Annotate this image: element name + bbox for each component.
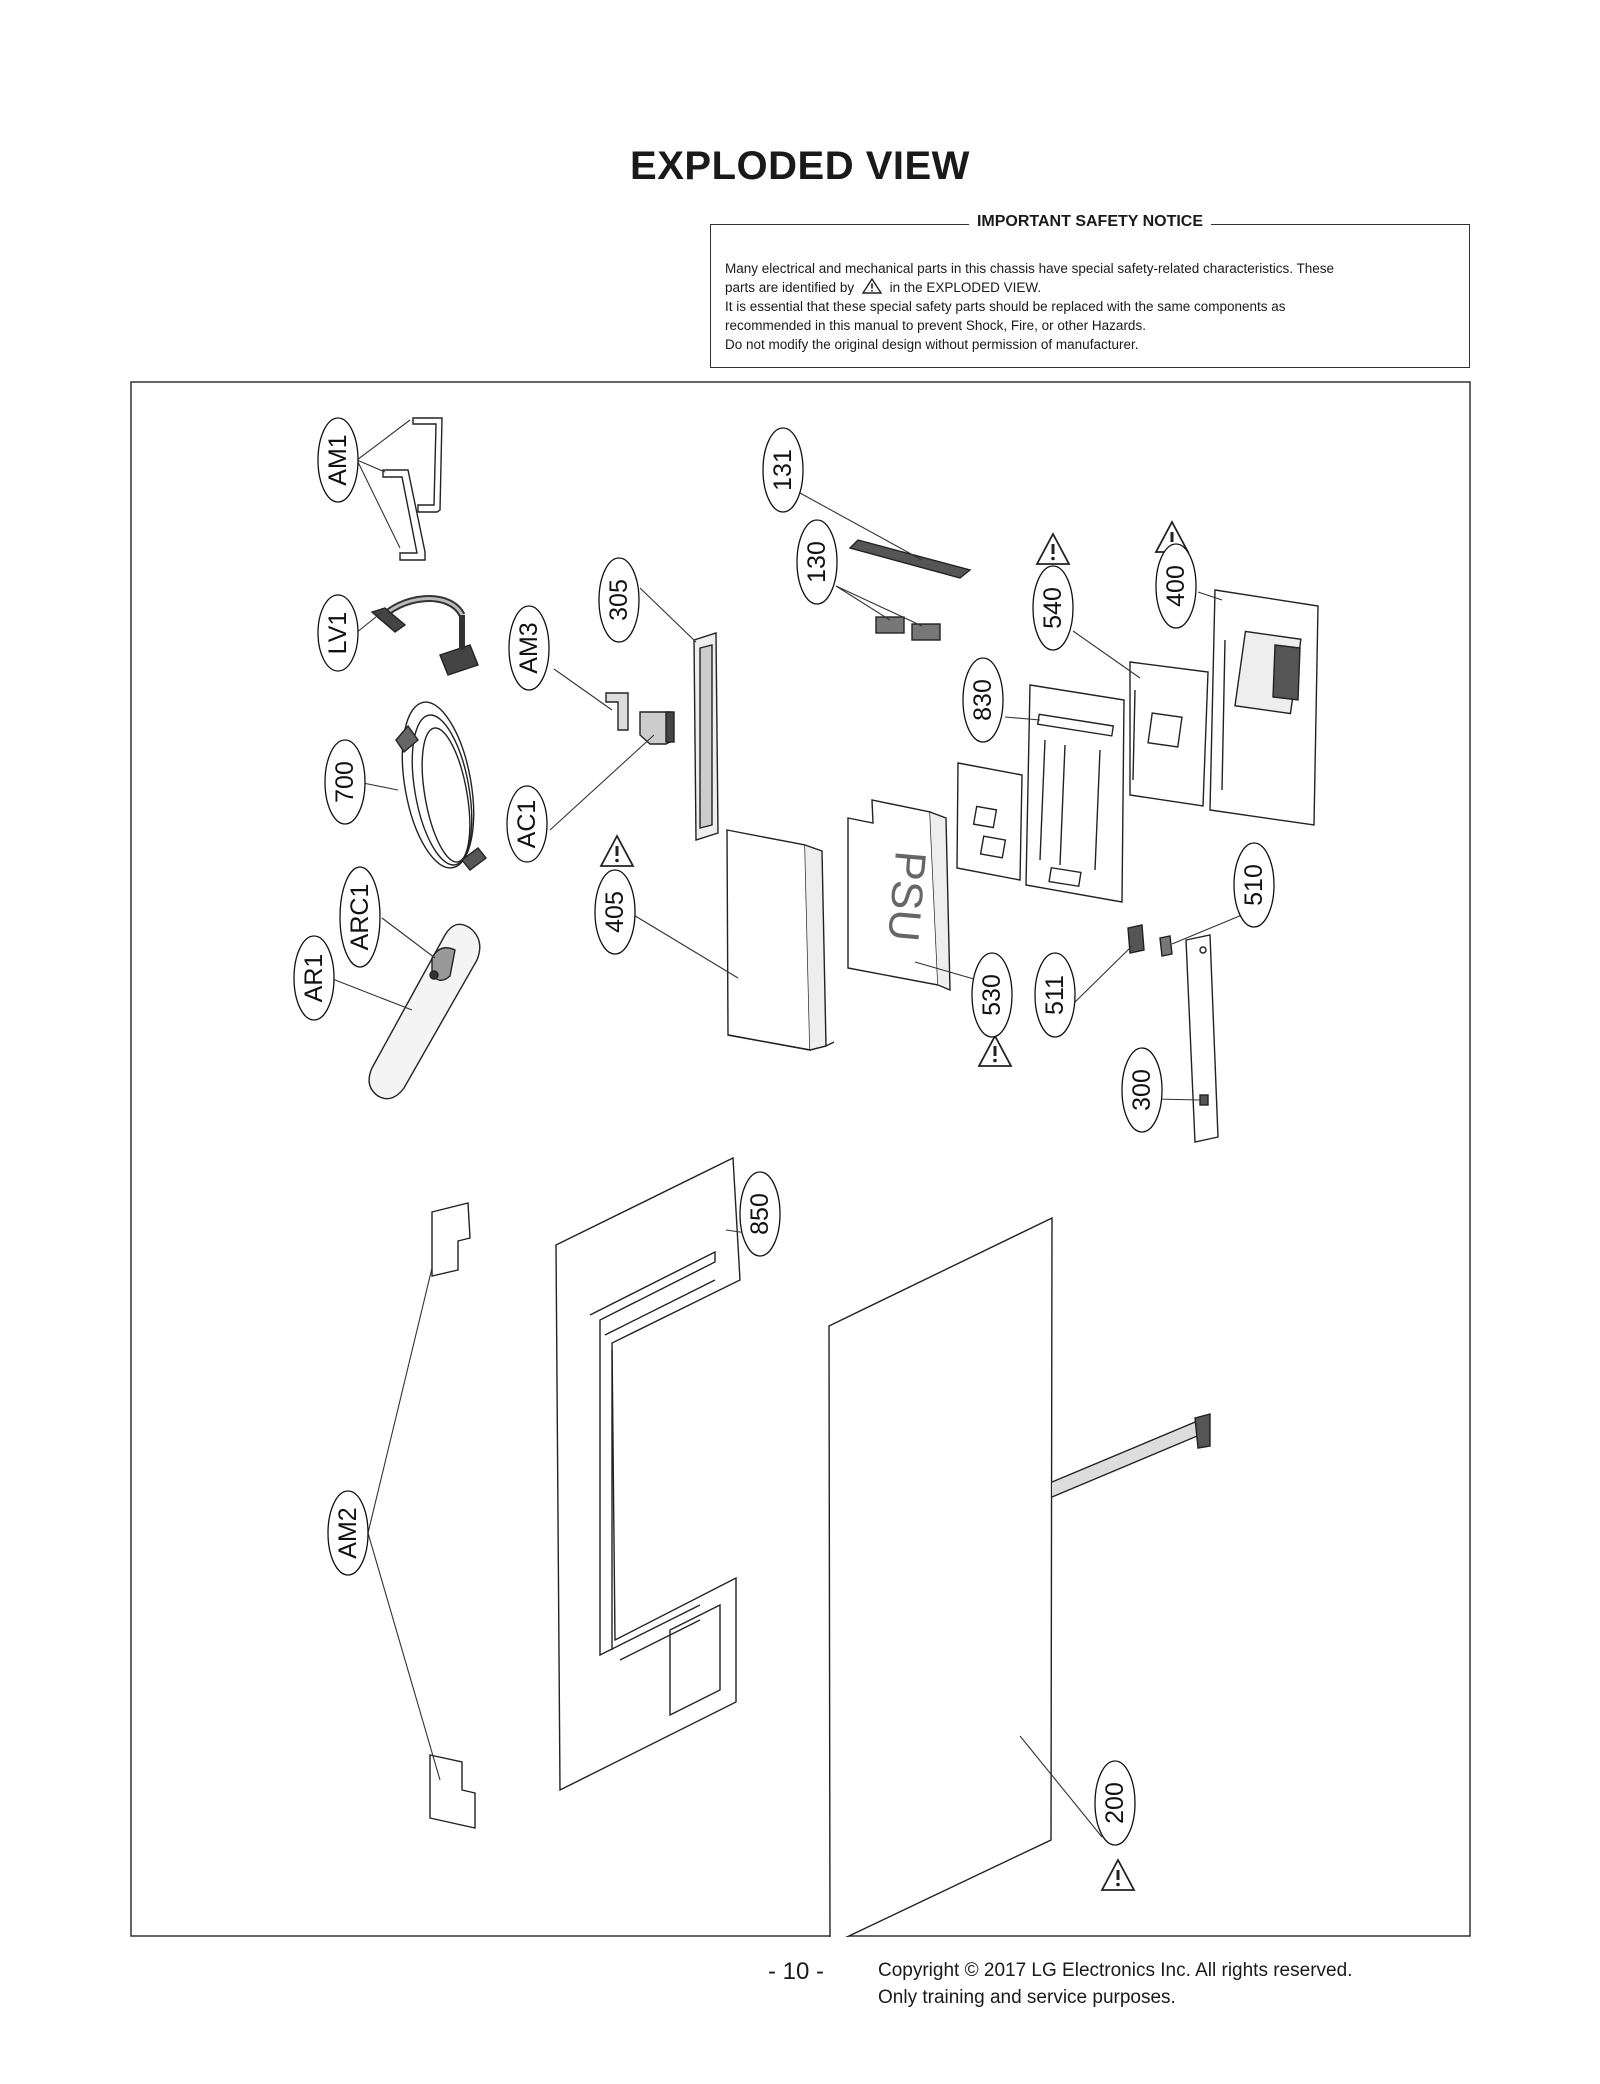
callout-530: 530 (971, 952, 1013, 1038)
callout-131-label: 131 (769, 449, 797, 491)
callout-ar1-label: AR1 (300, 954, 328, 1003)
lvds-cable-part (370, 595, 479, 676)
warning-icon (861, 277, 883, 294)
notice-line-5: Do not modify the original design withou… (725, 337, 1139, 352)
shield-plate-part (1025, 684, 1125, 903)
callout-510: 510 (1233, 842, 1275, 928)
callout-200-label: 200 (1101, 1782, 1129, 1824)
callout-130-label: 130 (803, 541, 831, 583)
warning-icon (599, 834, 635, 868)
safety-notice-box: IMPORTANT SAFETY NOTICE Many electrical … (710, 213, 1470, 368)
back-frame-part (1209, 589, 1319, 826)
top-bar-part (848, 539, 972, 579)
notice-line-2a: parts are identified by (725, 280, 855, 295)
callout-511-label: 511 (1041, 975, 1069, 1015)
small-bracket-part (1127, 924, 1173, 957)
psu-part (847, 799, 951, 992)
callout-305-label: 305 (605, 579, 633, 621)
callout-am2-label: AM2 (334, 1507, 362, 1558)
callout-arc1-label: ARC1 (346, 884, 374, 951)
callout-am1: AM1 (317, 417, 359, 503)
callout-arc1: ARC1 (339, 866, 381, 968)
callout-405: 405 (594, 869, 636, 955)
notice-line-4: recommended in this manual to prevent Sh… (725, 318, 1146, 333)
callout-300-label: 300 (1128, 1069, 1156, 1111)
callout-850-label: 850 (746, 1193, 774, 1235)
power-cord-part (395, 701, 487, 871)
clip-part (875, 616, 941, 641)
psu-text: PSU (878, 849, 935, 943)
page-number: - 10 - (768, 1958, 825, 1985)
callout-lv1-label: LV1 (324, 612, 352, 655)
callout-830: 830 (962, 657, 1004, 743)
back-plate-part (555, 1156, 741, 1792)
callout-am1-label: AM1 (324, 434, 352, 485)
safety-notice-heading: IMPORTANT SAFETY NOTICE (968, 213, 1212, 230)
callout-131: 131 (762, 427, 804, 513)
callout-am3-label: AM3 (515, 622, 543, 673)
warning-icon (1100, 1858, 1136, 1892)
callout-850: 850 (739, 1171, 781, 1257)
callout-511: 511 (1034, 952, 1076, 1038)
callout-305: 305 (598, 557, 640, 643)
callout-540: 540 (1032, 565, 1074, 651)
main-board-part (956, 762, 1023, 881)
callout-700: 700 (324, 739, 366, 825)
callout-am2: AM2 (327, 1490, 369, 1576)
callout-130: 130 (796, 519, 838, 605)
callout-540-label: 540 (1039, 587, 1067, 629)
callout-830-label: 830 (969, 679, 997, 721)
stand-leg-part (382, 417, 443, 561)
callout-400: 400 (1155, 543, 1197, 629)
warning-icon (1035, 532, 1071, 566)
callout-300: 300 (1121, 1047, 1163, 1133)
strip-part (1185, 934, 1219, 1143)
usage-text: Only training and service purposes. (878, 1987, 1176, 2008)
leader-lines (329, 419, 1255, 1838)
diagram-frame (130, 381, 1471, 1937)
rear-cover-part (726, 829, 835, 1051)
callout-200: 200 (1094, 1760, 1136, 1846)
display-panel-part (828, 1216, 1211, 1937)
callout-400-label: 400 (1162, 565, 1190, 607)
bracket-part (605, 692, 675, 745)
control-board-part (1129, 661, 1209, 807)
exploded-view-diagram: PSU AM1 LV1 700 ARC1 AR1 AM3 AC1 (130, 381, 1471, 1937)
callout-am3: AM3 (508, 605, 550, 691)
remote-control-part (368, 923, 481, 1100)
callout-ac1: AC1 (506, 785, 548, 863)
callout-405-label: 405 (601, 891, 629, 933)
side-bar-part (693, 632, 719, 841)
callout-ar1: AR1 (293, 935, 335, 1021)
wall-bracket-part (429, 1202, 476, 1829)
page-title: EXPLODED VIEW (630, 144, 970, 188)
notice-line-1: Many electrical and mechanical parts in … (725, 261, 1335, 276)
callout-700-label: 700 (331, 761, 359, 803)
callout-lv1: LV1 (317, 594, 359, 672)
callout-530-label: 530 (978, 974, 1006, 1016)
safety-notice-text: Many electrical and mechanical parts in … (725, 259, 1455, 354)
callout-ac1-label: AC1 (513, 800, 541, 849)
notice-line-2b: in the EXPLODED VIEW. (889, 280, 1042, 295)
callout-510-label: 510 (1240, 864, 1268, 906)
copyright-text: Copyright © 2017 LG Electronics Inc. All… (878, 1960, 1353, 1981)
notice-line-3: It is essential that these special safet… (725, 299, 1286, 314)
footer-copyright-block: Copyright © 2017 LG Electronics Inc. All… (878, 1957, 1352, 2011)
warning-icon (977, 1034, 1013, 1068)
